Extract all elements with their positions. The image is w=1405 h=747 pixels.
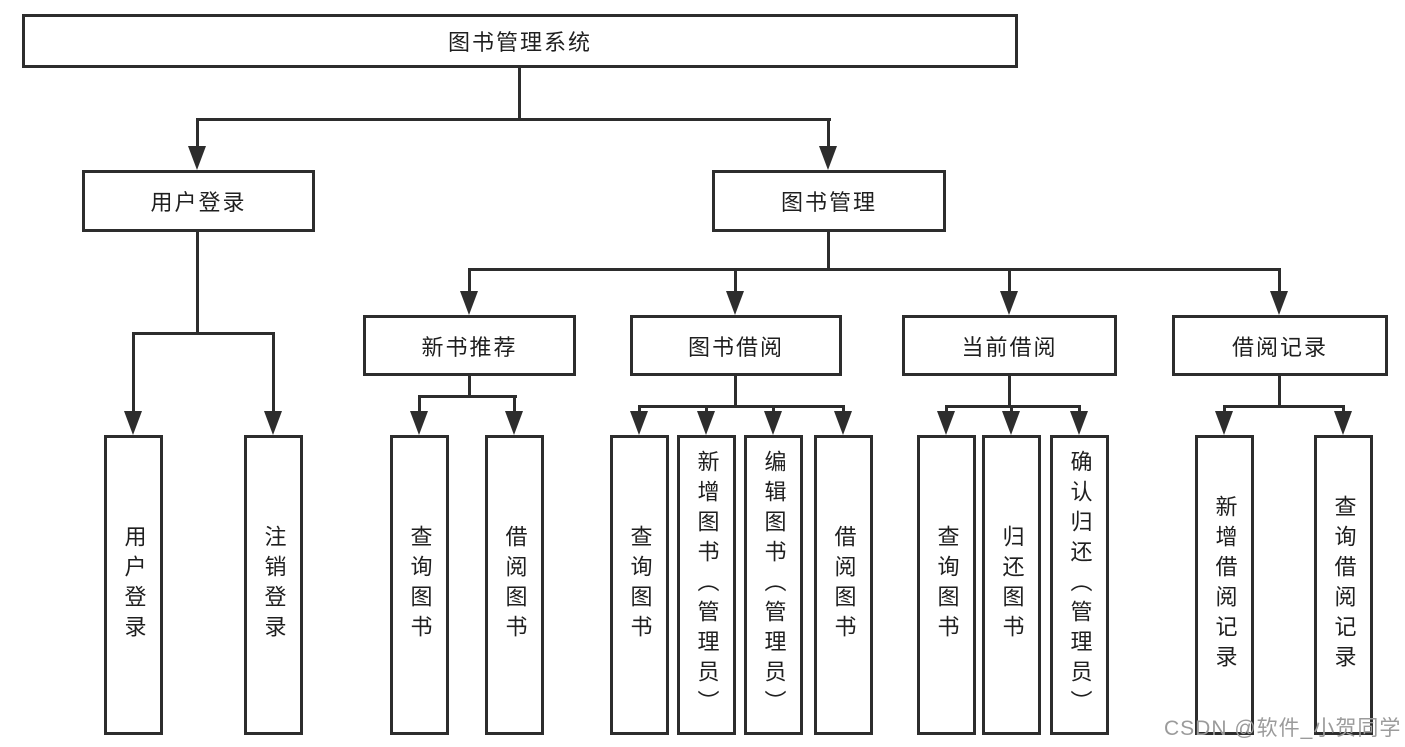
- arrowhead-down-icon: [1334, 411, 1352, 435]
- connector-drop: [1278, 268, 1281, 293]
- arrowhead-down-icon: [124, 411, 142, 435]
- arrowhead-down-icon: [460, 291, 478, 315]
- arrowhead-down-icon: [188, 146, 206, 170]
- connector-drop: [418, 395, 421, 413]
- leaf-query-books-current: 查询图书: [917, 435, 976, 735]
- node-user-login: 用户登录: [82, 170, 315, 232]
- connector-drop: [1223, 405, 1226, 414]
- node-new-book-recommend: 新书推荐: [363, 315, 576, 376]
- leaf-edit-books-admin: 编辑图书（管理员）: [744, 435, 803, 735]
- arrowhead-down-icon: [264, 411, 282, 435]
- arrowhead-down-icon: [834, 411, 852, 435]
- arrowhead-down-icon: [1070, 411, 1088, 435]
- node-current-borrow: 当前借阅: [902, 315, 1117, 376]
- leaf-query-books-newbook: 查询图书: [390, 435, 449, 735]
- connector-drop: [1342, 405, 1345, 414]
- leaf-borrow-books-borrow: 借阅图书: [814, 435, 873, 735]
- leaf-query-borrow-record: 查询借阅记录: [1314, 435, 1373, 735]
- arrowhead-down-icon: [764, 411, 782, 435]
- connector-root-bus: [196, 118, 831, 121]
- arrowhead-down-icon: [1002, 411, 1020, 435]
- node-library-system: 图书管理系统: [22, 14, 1018, 68]
- connector-drop: [734, 268, 737, 293]
- node-borrow-records: 借阅记录: [1172, 315, 1388, 376]
- connector-drop: [1078, 405, 1081, 414]
- connector-currentborrow-stem: [1008, 375, 1011, 408]
- leaf-add-books-admin: 新增图书（管理员）: [677, 435, 736, 735]
- connector-drop: [945, 405, 948, 414]
- connector-newbook-stem: [468, 375, 471, 398]
- connector-bookmgmt-stem: [827, 230, 830, 271]
- node-book-borrow: 图书借阅: [630, 315, 842, 376]
- node-book-management: 图书管理: [712, 170, 946, 232]
- connector-root-stem: [518, 67, 521, 121]
- leaf-borrow-books-newbook: 借阅图书: [485, 435, 544, 735]
- connector-drop: [842, 405, 845, 414]
- arrowhead-down-icon: [410, 411, 428, 435]
- connector-drop: [132, 332, 135, 412]
- connector-drop: [1008, 268, 1011, 293]
- arrowhead-down-icon: [505, 411, 523, 435]
- connector-currentborrow-bus: [945, 405, 1081, 408]
- connector-drop: [468, 268, 471, 293]
- leaf-confirm-return-admin: 确认归还（管理员）: [1050, 435, 1109, 735]
- leaf-add-borrow-record: 新增借阅记录: [1195, 435, 1254, 735]
- connector-drop: [513, 395, 516, 413]
- connector-bookborrow-bus: [638, 405, 845, 408]
- connector-drop: [272, 332, 275, 412]
- connector-newbook-bus: [418, 395, 517, 398]
- leaf-user-login: 用户登录: [104, 435, 163, 735]
- connector-drop: [1010, 405, 1013, 414]
- connector-drop: [705, 405, 708, 414]
- arrowhead-down-icon: [697, 411, 715, 435]
- connector-userlogin-bus: [132, 332, 275, 335]
- connector-bookborrow-stem: [734, 375, 737, 408]
- arrowhead-down-icon: [630, 411, 648, 435]
- connector-bookmgmt-bus: [468, 268, 1281, 271]
- arrowhead-down-icon: [726, 291, 744, 315]
- arrowhead-down-icon: [937, 411, 955, 435]
- arrowhead-down-icon: [1215, 411, 1233, 435]
- arrowhead-down-icon: [1000, 291, 1018, 315]
- connector-userlogin-stem: [196, 230, 199, 335]
- arrowhead-down-icon: [819, 146, 837, 170]
- connector-drop: [638, 405, 641, 414]
- connector-drop: [772, 405, 775, 414]
- csdn-watermark: CSDN @软件_小贺同学: [1164, 717, 1402, 740]
- connector-drop: [196, 118, 199, 148]
- connector-borrowrecords-bus: [1223, 405, 1345, 408]
- connector-drop: [827, 118, 830, 148]
- leaf-query-books-borrow: 查询图书: [610, 435, 669, 735]
- leaf-logout: 注销登录: [244, 435, 303, 735]
- arrowhead-down-icon: [1270, 291, 1288, 315]
- connector-borrowrecords-stem: [1278, 375, 1281, 408]
- leaf-return-books: 归还图书: [982, 435, 1041, 735]
